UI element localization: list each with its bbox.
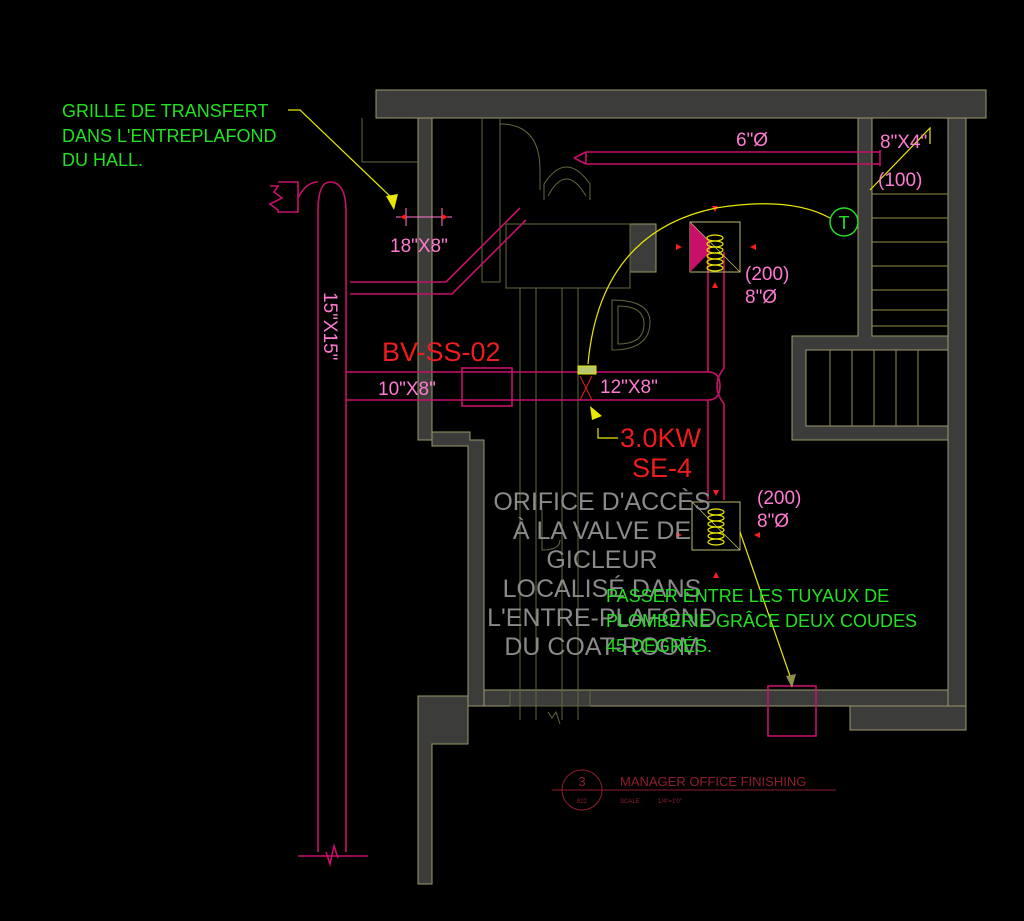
cfm-100-label: (100) <box>878 170 922 191</box>
dimension-labels: 6"Ø 8"X4" (100) 18"X8" (200) 8"Ø 15"X15"… <box>319 130 927 532</box>
plumbing-note-line-2: PLOMBERIE GRÂCE DEUX COUDES <box>606 611 917 631</box>
damper-tag: BV-SS-02 <box>382 337 501 367</box>
title-text: MANAGER OFFICE FINISHING <box>620 774 806 789</box>
grille-note: GRILLE DE TRANSFERT DANS L'ENTREPLAFOND … <box>62 101 276 170</box>
grille-18x8-label: 18"X8" <box>390 236 448 257</box>
title-number: 3 <box>578 774 585 789</box>
diffuser-top <box>676 206 756 288</box>
sprinkler-note-line-6: DU COAT-ROOM <box>504 633 699 661</box>
dia-8-bottom-label: 8"Ø <box>757 511 789 532</box>
thermostat-label: T <box>839 213 850 233</box>
top-wall <box>375 89 987 119</box>
sprinkler-note-line-3: GICLEUR <box>546 546 657 574</box>
thermostat-wire <box>587 203 831 365</box>
cfm-200-bottom-label: (200) <box>757 488 801 509</box>
transfer-grille-dimension <box>396 208 452 226</box>
stairs <box>829 193 948 426</box>
duct-12x8-label: 12"X8" <box>600 377 658 398</box>
electric-heater-symbol <box>577 365 597 401</box>
plumbing-note-line-1: PASSER ENTRE LES TUYAUX DE <box>606 586 889 606</box>
bottom-wall <box>483 689 949 707</box>
heater-tag: SE-4 <box>632 453 692 483</box>
sprinkler-note-line-2: À LA VALVE DE <box>513 516 691 545</box>
diffuser-bottom <box>676 490 760 578</box>
thermostat: T <box>829 207 859 237</box>
bottom-left-wall <box>417 695 469 885</box>
main-duct-10x8 <box>346 252 721 401</box>
left-upper-wall <box>417 117 433 441</box>
sprinkler-note-line-4: LOCALISÉ DANS <box>503 574 702 603</box>
equipment-tags: BV-SS-02 3.0KW SE-4 <box>382 337 702 483</box>
duct-6-round <box>573 151 880 165</box>
sprinkler-note-line-1: ORIFICE D'ACCÈS <box>493 487 710 516</box>
sprinkler-note: ORIFICE D'ACCÈS À LA VALVE DE GICLEUR LO… <box>487 487 717 661</box>
bottom-right-wall <box>849 705 967 731</box>
dia-8-top-label: 8"Ø <box>745 287 777 308</box>
plumbing-note: PASSER ENTRE LES TUYAUX DE PLOMBERIE GRÂ… <box>606 586 917 656</box>
existing-services <box>361 118 651 725</box>
title-sheet: 822 <box>577 799 588 805</box>
sprinkler-note-line-5: L'ENTRE-PLAFOND <box>487 604 717 632</box>
grille-note-line-1: GRILLE DE TRANSFERT <box>62 101 268 121</box>
duct-8x4-label: 8"X4" <box>880 132 927 153</box>
duct-10x8-label: 10"X8" <box>378 379 436 400</box>
cfm-200-top-label: (200) <box>745 264 789 285</box>
duct-6-label: 6"Ø <box>736 130 768 151</box>
left-mid-wall <box>431 431 485 707</box>
grille-note-line-3: DU HALL. <box>62 150 143 170</box>
riser-15x15-label: 15"X15" <box>319 292 340 360</box>
right-wall <box>947 117 967 707</box>
heater-kw: 3.0KW <box>620 423 702 453</box>
column <box>629 223 657 273</box>
title-scale-value: 1/4"=1'0" <box>658 799 682 805</box>
drawing-title-block: 3 822 MANAGER OFFICE FINISHING SCALE : 1… <box>552 769 836 811</box>
plumbing-note-line-3: 45 DEGRÉS. <box>606 636 712 656</box>
walls <box>375 89 987 885</box>
stair-enclosure-wall <box>791 117 949 441</box>
grille-note-line-2: DANS L'ENTREPLAFOND <box>62 126 276 146</box>
leaders <box>288 109 931 688</box>
riser-15x15 <box>317 181 347 852</box>
title-scale-label: SCALE : <box>620 799 643 805</box>
branch-to-grille <box>350 207 527 295</box>
